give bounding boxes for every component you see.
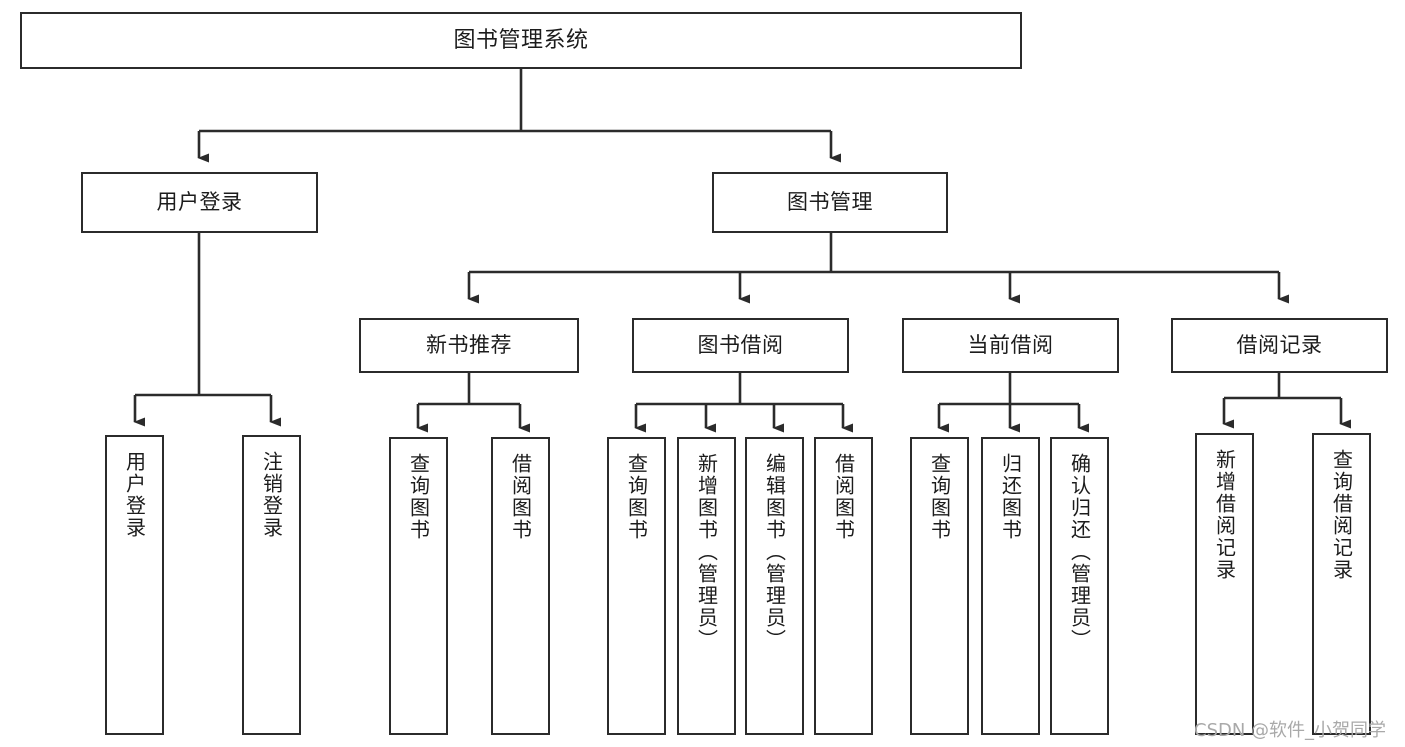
node-label: 查询图书 bbox=[927, 453, 952, 541]
node-current-borrow[interactable]: 当前借阅 bbox=[902, 318, 1119, 373]
leaf-newbook-query-book[interactable]: 查询图书 bbox=[389, 437, 448, 735]
node-label: 查询借阅记录 bbox=[1329, 449, 1354, 581]
connector-current-to-leaves bbox=[937, 373, 1089, 433]
node-borrow-records[interactable]: 借阅记录 bbox=[1171, 318, 1388, 373]
node-label: 注销登录 bbox=[259, 451, 284, 539]
connector-newbook-to-leaves bbox=[416, 373, 530, 433]
node-book-management[interactable]: 图书管理 bbox=[712, 172, 948, 233]
node-label: 归还图书 bbox=[998, 453, 1023, 541]
node-label: 借阅图书 bbox=[508, 453, 533, 541]
node-label: 查询图书 bbox=[624, 453, 649, 541]
node-label: 确认归还（管理员） bbox=[1067, 453, 1092, 651]
node-book-borrow[interactable]: 图书借阅 bbox=[632, 318, 849, 373]
leaf-user-login[interactable]: 用户登录 bbox=[105, 435, 164, 735]
node-label: 图书管理 bbox=[787, 190, 873, 215]
connector-records-to-leaves bbox=[1222, 373, 1351, 429]
node-label: 新增图书（管理员） bbox=[694, 453, 719, 651]
node-label: 借阅记录 bbox=[1236, 333, 1323, 358]
node-label: 借阅图书 bbox=[831, 453, 856, 541]
leaf-borrow-borrow-book[interactable]: 借阅图书 bbox=[814, 437, 873, 735]
node-label: 编辑图书（管理员） bbox=[762, 453, 787, 651]
node-label: 用户登录 bbox=[156, 190, 243, 215]
leaf-current-query-book[interactable]: 查询图书 bbox=[910, 437, 969, 735]
connector-bookmgmt-to-level3 bbox=[467, 233, 1289, 304]
leaf-current-confirm-return-admin[interactable]: 确认归还（管理员） bbox=[1050, 437, 1109, 735]
node-root-system[interactable]: 图书管理系统 bbox=[20, 12, 1022, 69]
connector-borrow-to-leaves bbox=[634, 373, 853, 433]
leaf-borrow-add-book-admin[interactable]: 新增图书（管理员） bbox=[677, 437, 736, 735]
leaf-borrow-edit-book-admin[interactable]: 编辑图书（管理员） bbox=[745, 437, 804, 735]
leaf-borrow-query-book[interactable]: 查询图书 bbox=[607, 437, 666, 735]
leaf-current-return-book[interactable]: 归还图书 bbox=[981, 437, 1040, 735]
node-label: 查询图书 bbox=[406, 453, 431, 541]
connector-root-to-level2 bbox=[197, 69, 841, 163]
node-label: 用户登录 bbox=[122, 451, 147, 539]
node-user-login[interactable]: 用户登录 bbox=[81, 172, 318, 233]
node-label: 当前借阅 bbox=[967, 333, 1054, 358]
node-label: 新增借阅记录 bbox=[1212, 449, 1237, 581]
node-label: 图书借阅 bbox=[697, 333, 784, 358]
node-new-book-recommend[interactable]: 新书推荐 bbox=[359, 318, 579, 373]
leaf-newbook-borrow-book[interactable]: 借阅图书 bbox=[491, 437, 550, 735]
leaf-records-query-record[interactable]: 查询借阅记录 bbox=[1312, 433, 1371, 735]
node-label: 新书推荐 bbox=[426, 333, 512, 358]
leaf-logout[interactable]: 注销登录 bbox=[242, 435, 301, 735]
connector-userlogin-to-leaves bbox=[133, 233, 281, 427]
node-label: 图书管理系统 bbox=[453, 27, 589, 53]
leaf-records-add-record[interactable]: 新增借阅记录 bbox=[1195, 433, 1254, 735]
